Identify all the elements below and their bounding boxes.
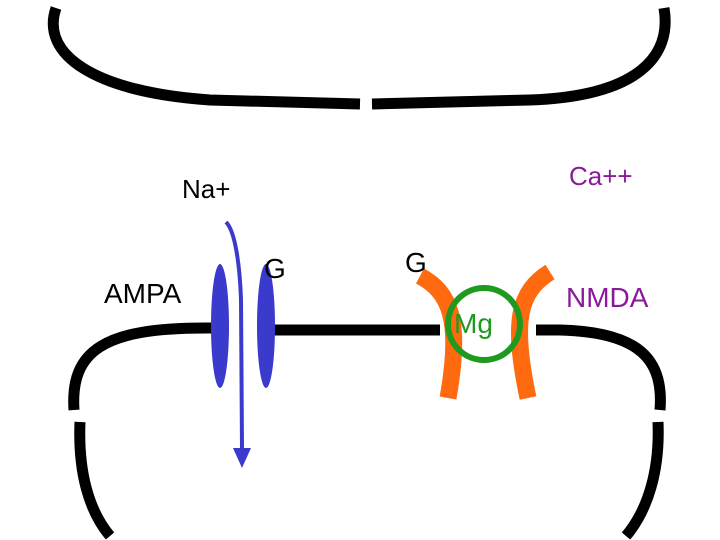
presynaptic-membrane-left: [47, 6, 361, 110]
mg-block-ring: [445, 285, 523, 363]
calcium-ion-label: Ca++: [569, 161, 633, 191]
ampa-glutamate-label: G: [264, 253, 286, 284]
ampa-subunit-left: [211, 264, 229, 388]
ampa-subunit-right: [257, 264, 275, 388]
presynaptic-membrane-right: [371, 7, 671, 110]
magnesium-block-label: Mg: [454, 308, 493, 339]
spine-neck-left-wall: [74, 421, 115, 540]
sodium-ion-label: Na+: [182, 174, 231, 204]
postsynaptic-membrane-right-curve: [536, 324, 666, 411]
arrow-down-icon: [224, 220, 251, 468]
nmda-glutamate-label: G: [405, 247, 427, 278]
postsynaptic-membrane-left-curve: [68, 322, 212, 411]
nmda-receptor-label: NMDA: [566, 282, 649, 313]
ampa-receptor-label: AMPA: [104, 278, 182, 309]
spine-neck-right-wall: [621, 421, 664, 540]
